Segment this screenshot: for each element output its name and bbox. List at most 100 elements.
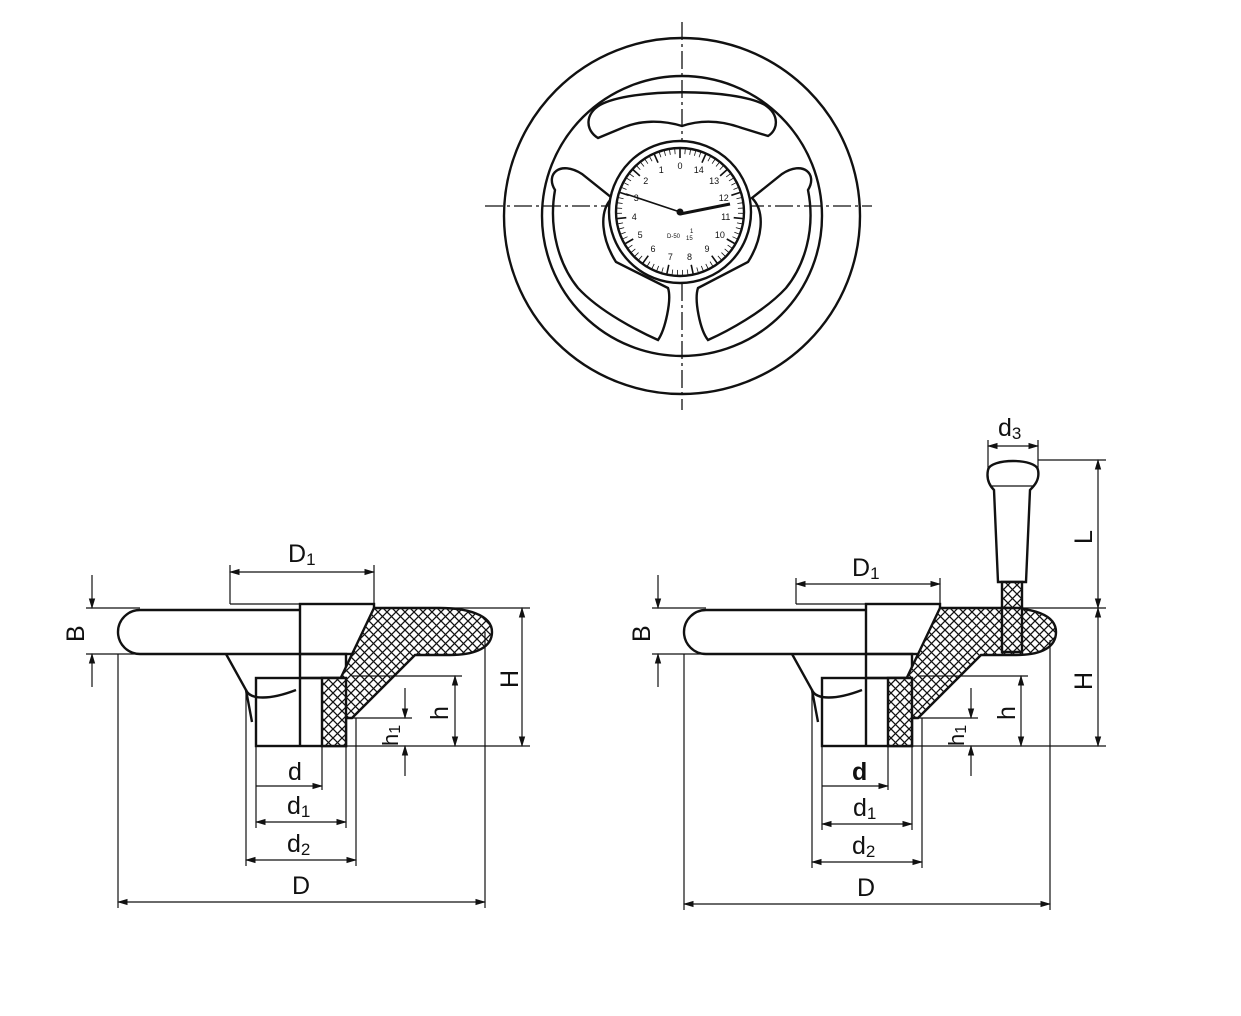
left-spoke (224, 653, 297, 699)
dial-tick (656, 265, 660, 271)
dial-tick (686, 269, 689, 275)
dial-tick (638, 255, 643, 260)
left-d-label: d (288, 758, 302, 786)
right-h-label: h (993, 706, 1021, 720)
dial-pointer-long (625, 193, 681, 213)
left-rim-profile (116, 608, 300, 656)
right-d3-label: d3 (998, 414, 1021, 443)
right-d1-label: d1 (853, 794, 876, 823)
dial-number: 1 (659, 165, 664, 175)
dial-tick (705, 263, 709, 269)
dial-tick (694, 150, 697, 156)
dial-tick (620, 231, 626, 235)
dial-tick (700, 265, 704, 271)
dial-number: 9 (705, 244, 710, 254)
left-section-hatch (333, 606, 494, 720)
dial-tick (715, 162, 720, 167)
dial-number: 7 (668, 252, 673, 262)
dial-tick (717, 255, 722, 260)
dial-tick (698, 152, 702, 158)
left-hub-hatch (320, 676, 348, 748)
dial-tick (690, 264, 694, 274)
dial-tick (689, 149, 691, 155)
dial-tick (647, 261, 651, 267)
dial-tick (617, 216, 627, 220)
dial-number: 6 (650, 244, 655, 254)
right-D1-label: D1 (852, 554, 880, 583)
dial-tick (731, 182, 737, 186)
right-hub-hatch (886, 676, 914, 748)
dial-tick (618, 222, 624, 225)
dial-tick (619, 227, 625, 230)
left-D1-label: D1 (288, 540, 316, 569)
dial-face (614, 146, 746, 278)
dial-tick (724, 248, 729, 253)
dial-tick (618, 197, 624, 200)
dial-tick (733, 216, 743, 220)
dial-tick (642, 255, 649, 264)
right-spoke-lower (810, 689, 820, 723)
dial-tick (733, 187, 739, 190)
dial-number: 10 (715, 230, 725, 240)
dial-tick (653, 154, 659, 163)
left-D-label: D (292, 872, 310, 900)
dial-tick (735, 227, 741, 230)
dial-tick (726, 238, 735, 245)
dial-tick (666, 264, 670, 274)
dial-tick (707, 156, 711, 162)
dial-tick (632, 169, 641, 177)
dial-tick (721, 252, 726, 257)
right-rim-profile (682, 608, 866, 656)
dial-tick (727, 244, 732, 249)
dial-tick (634, 252, 639, 257)
dial-tick (651, 263, 655, 269)
dial-tick (732, 236, 738, 240)
dial-hub (676, 208, 684, 216)
rim-inner (540, 74, 824, 358)
dial-tick (661, 267, 664, 273)
dial-number: 11 (721, 212, 730, 222)
dial-number: 8 (687, 252, 692, 262)
left-d2-label: d2 (287, 830, 310, 859)
right-hub-body (864, 652, 914, 680)
dial-tick (644, 159, 649, 164)
dial-pointer-short (679, 202, 731, 216)
dial-tick (649, 156, 653, 162)
dial-ticks (617, 149, 743, 275)
dial-tick (696, 267, 699, 273)
left-H-label: H (496, 670, 524, 688)
left-B-label: B (62, 625, 90, 642)
dial-tick (663, 150, 666, 156)
dial-tick (617, 202, 623, 204)
dial-tick (622, 236, 628, 240)
dial-tick (709, 261, 713, 267)
left-h1-label: h1 (378, 725, 404, 746)
dial-tick (628, 244, 633, 249)
dial-number: 4 (632, 212, 637, 222)
right-h1-label: h1 (944, 725, 970, 746)
dial-tick (669, 149, 671, 155)
dial-number: 14 (694, 165, 704, 175)
right-d2-label: d2 (852, 832, 875, 861)
dial-tick (737, 202, 743, 204)
right-handle-grip (986, 459, 1040, 584)
dial-number: 13 (709, 176, 719, 186)
right-B-label: B (628, 625, 656, 642)
dial-tick (725, 173, 731, 178)
left-hub-body (298, 652, 348, 680)
dial-tick (623, 182, 629, 186)
dial-tick (658, 152, 662, 158)
left-spoke-lower (244, 689, 254, 723)
spoke-window-left (550, 167, 671, 342)
left-side-view: D1 B H h h1 d d1 d2 D (62, 540, 530, 908)
dial-tick (701, 154, 707, 163)
dial-tick (625, 238, 634, 245)
dial-tick (734, 231, 740, 235)
dial-tick (728, 177, 734, 182)
right-spoke (790, 653, 863, 699)
left-d1-label: d1 (287, 792, 310, 821)
dial-tick (626, 177, 632, 182)
spoke-window-top (587, 91, 778, 140)
